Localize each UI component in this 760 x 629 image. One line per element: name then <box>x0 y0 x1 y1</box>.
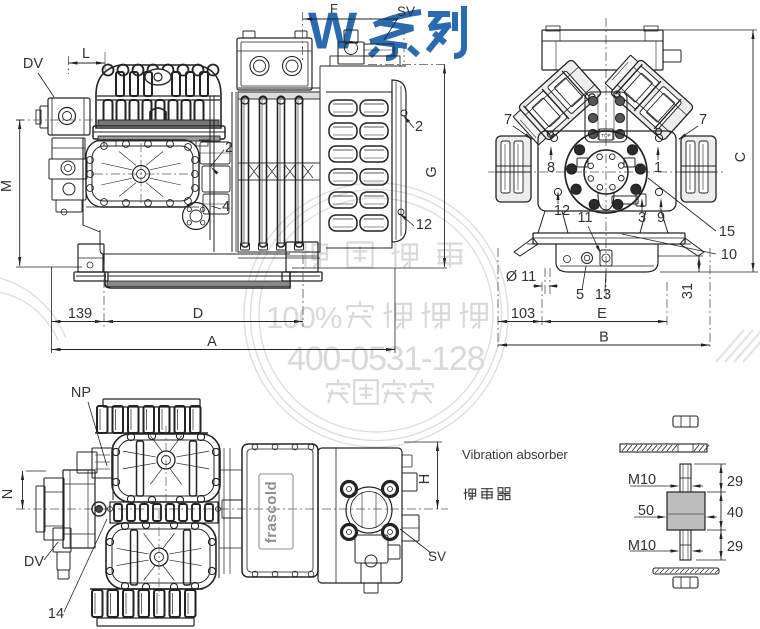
svg-text:100%: 100% <box>266 300 342 335</box>
svg-text:F: F <box>330 1 338 16</box>
svg-text:12: 12 <box>416 217 432 233</box>
svg-text:29: 29 <box>727 474 743 490</box>
svg-text:SV: SV <box>397 4 415 19</box>
svg-text:Ø 11: Ø 11 <box>506 269 536 285</box>
svg-text:40: 40 <box>727 505 743 521</box>
svg-text:E: E <box>597 306 607 322</box>
svg-text:139: 139 <box>68 306 92 322</box>
svg-text:29: 29 <box>727 539 743 555</box>
svg-text:DV: DV <box>24 554 44 570</box>
svg-text:12: 12 <box>554 203 570 219</box>
svg-text:D: D <box>193 306 203 322</box>
svg-text:13: 13 <box>595 287 611 303</box>
svg-text:NP: NP <box>71 385 91 401</box>
svg-text:50: 50 <box>638 503 654 519</box>
svg-text:11: 11 <box>577 210 592 226</box>
svg-text:400-0531-128: 400-0531-128 <box>287 340 485 378</box>
svg-text:W: W <box>308 3 358 61</box>
svg-text:A: A <box>207 334 217 350</box>
svg-text:7: 7 <box>504 112 512 128</box>
svg-text:M10: M10 <box>628 472 656 488</box>
svg-text:TOP: TOP <box>601 133 610 138</box>
svg-text:5: 5 <box>576 287 584 303</box>
svg-text:8: 8 <box>547 160 555 176</box>
svg-text:B: B <box>599 330 609 346</box>
svg-text:Vibration absorber: Vibration absorber <box>462 447 568 462</box>
svg-text:H: H <box>417 474 433 484</box>
svg-text:C: C <box>733 152 749 162</box>
svg-text:103: 103 <box>511 306 535 322</box>
svg-text:4: 4 <box>222 199 230 215</box>
svg-text:15: 15 <box>719 224 735 240</box>
svg-text:3: 3 <box>638 210 646 226</box>
svg-text:DV: DV <box>23 56 43 72</box>
svg-text:7: 7 <box>699 112 707 128</box>
svg-text:M10: M10 <box>628 538 656 554</box>
svg-text:M: M <box>0 180 15 192</box>
svg-text:L: L <box>82 46 90 62</box>
svg-text:SV: SV <box>428 549 446 564</box>
svg-text:31: 31 <box>680 283 696 299</box>
svg-text:10: 10 <box>721 247 737 263</box>
svg-text:frascold: frascold <box>263 481 280 543</box>
svg-text:G: G <box>424 166 440 177</box>
svg-text:9: 9 <box>657 210 665 226</box>
svg-text:2: 2 <box>415 119 423 135</box>
svg-text:14: 14 <box>48 606 64 622</box>
svg-text:2: 2 <box>225 140 233 156</box>
svg-text:N: N <box>0 489 16 499</box>
svg-text:1: 1 <box>654 160 662 176</box>
